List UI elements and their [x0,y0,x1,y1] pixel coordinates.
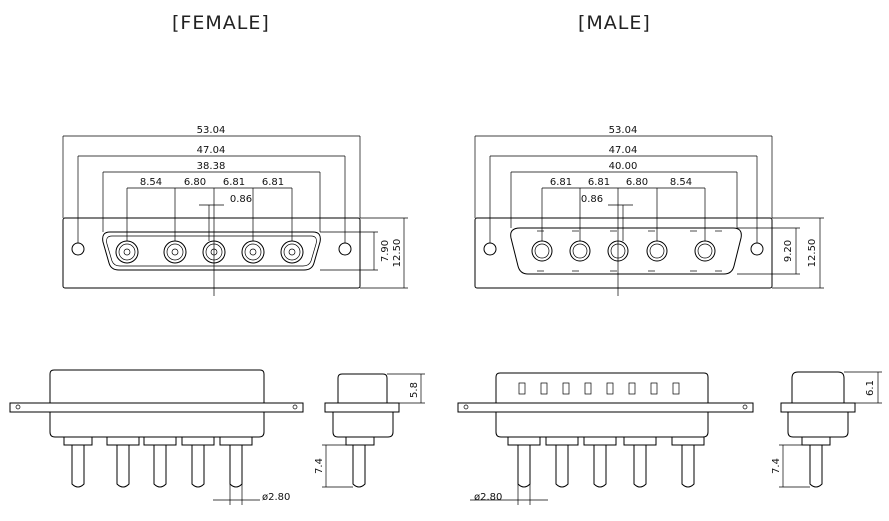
male-pin [633,445,647,488]
female-pitch: 6.80 [184,177,206,188]
male-pin-base [671,436,705,446]
female-pin-base [106,436,140,446]
female-contacts [115,240,304,264]
male-contacts [531,240,716,262]
female-side-height: 5.8 [409,382,420,398]
male-pin-base [545,436,579,446]
male-side-view [457,372,754,505]
male-mount-width: 47.04 [609,145,638,156]
female-end-view [322,373,425,488]
male-mount-hole-right [750,242,764,256]
male-body [495,372,709,404]
female-pin-base [143,436,177,446]
female-pin [71,445,85,488]
female-pin-diameter: ø2.80 [262,492,290,503]
male-front-view [474,135,824,296]
female-pitch: 8.54 [140,177,162,188]
female-shell [102,231,321,271]
female-pin [229,445,243,488]
male-pin-diameter: ø2.80 [474,492,502,503]
female-title: [FEMALE] [172,12,270,34]
female-body [49,369,265,404]
female-pitch: 6.81 [223,177,245,188]
male-pin-base [583,436,617,446]
male-pin [593,445,607,488]
male-pitch: 6.80 [626,177,648,188]
female-mount-hole-left [71,242,85,256]
male-flange-height: 12.50 [807,239,818,268]
male-pin-base [623,436,657,446]
female-pin [153,445,167,488]
female-front-view [62,135,408,296]
female-pin [116,445,130,488]
female-overall-width: 53.04 [197,125,226,136]
female-end-flange [324,402,400,413]
male-shell-width: 40.00 [609,161,638,172]
male-overall-width: 53.04 [609,125,638,136]
male-end-view [779,371,882,488]
female-pin-base [181,436,215,446]
male-pin [555,445,569,488]
female-side-view [9,369,304,505]
male-shell [510,227,742,275]
female-mount-hole-right [338,242,352,256]
male-title: [MALE] [578,12,651,34]
female-pitch: 6.81 [262,177,284,188]
female-flange [62,217,361,289]
male-end-flange [780,402,856,413]
male-pin-base [507,436,541,446]
female-pin-base [63,436,93,446]
male-pitch: 6.81 [550,177,572,188]
male-offset: 0.86 [581,194,603,205]
male-pitch: 8.54 [670,177,692,188]
female-pin-length: 7.4 [314,458,325,474]
male-pin-length: 7.4 [771,458,782,474]
male-end-body [791,371,845,404]
male-mount-hole-left [483,242,497,256]
male-side-height: 6.1 [865,380,876,396]
male-flange [474,217,773,289]
female-side-flange [9,402,304,413]
female-flange-height: 12.50 [392,239,403,268]
male-pin [517,445,531,488]
male-shell-height: 9.20 [783,240,794,262]
female-end-body [337,373,388,404]
female-end-pin [352,445,366,488]
male-side-flange [457,402,754,413]
female-pin [191,445,205,488]
male-pin [681,445,695,488]
female-offset: 0.86 [230,194,252,205]
male-pitch: 6.81 [588,177,610,188]
female-shell-width: 38.38 [197,161,226,172]
female-mount-width: 47.04 [197,145,226,156]
female-shell-height: 7.90 [380,240,391,262]
male-end-pin [809,445,823,488]
female-pin-base [219,436,253,446]
